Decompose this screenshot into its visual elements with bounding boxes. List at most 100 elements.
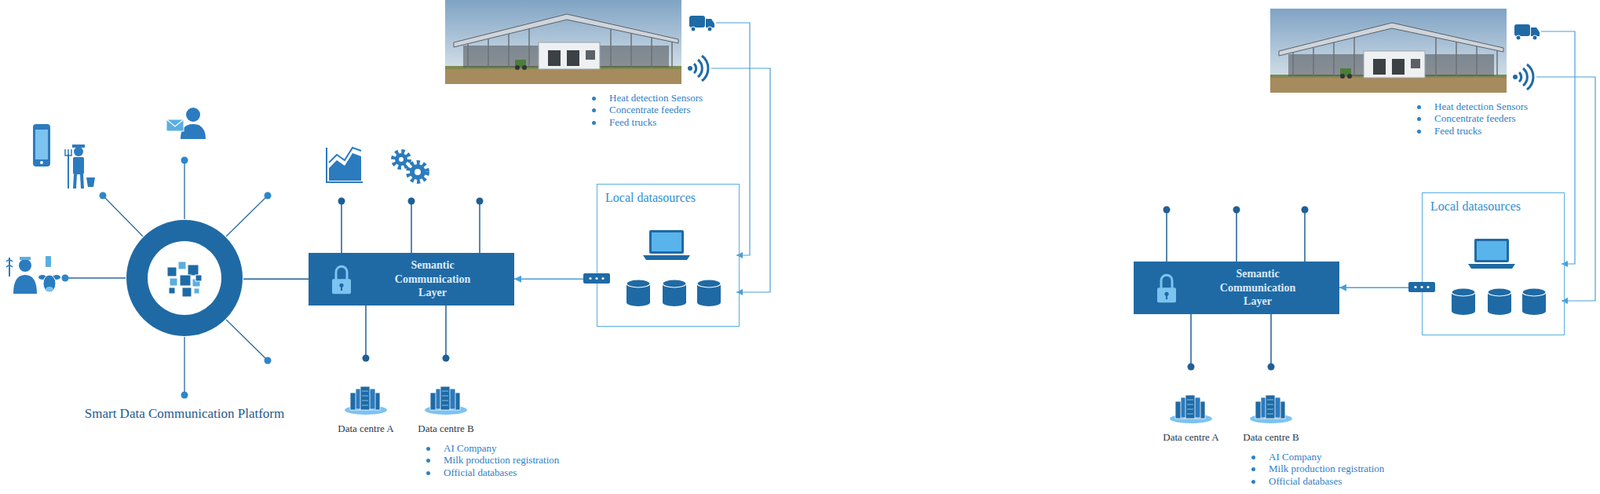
database-cylinder — [662, 279, 687, 307]
spoke — [102, 195, 143, 237]
connector — [243, 278, 309, 281]
stem-line — [410, 200, 413, 253]
phone-screen — [35, 129, 48, 160]
stem-line — [340, 200, 343, 253]
barn-post — [467, 43, 469, 68]
datasource-heading: Local datasources — [1422, 193, 1564, 214]
datacentre-label: Data centre B — [1242, 431, 1299, 444]
bullet-dot — [591, 96, 596, 101]
vet-head — [18, 259, 32, 272]
server-slot — [361, 405, 369, 406]
laptop-display — [651, 232, 682, 252]
feed-wire — [715, 22, 750, 256]
cylinder-top — [697, 279, 721, 288]
bullet-item: Milk production registration — [426, 453, 559, 467]
sky — [445, 0, 682, 85]
bullet-item: Heat detection Sensors — [1417, 100, 1528, 114]
bullet-item: Feed trucks — [591, 116, 657, 129]
envelope-flap — [166, 119, 184, 127]
connector — [1190, 314, 1192, 368]
layer-stems — [338, 197, 484, 254]
database-cylinder — [626, 279, 651, 307]
bullet-text: Heat detection Sensors — [1434, 100, 1528, 113]
spoke — [65, 277, 126, 278]
bullet-text: Milk production registration — [443, 453, 559, 466]
farmer-body — [73, 157, 85, 175]
lock-keyhole — [1165, 294, 1168, 300]
tractor-wheel — [522, 65, 527, 70]
layer-label: Semantic Communication Layer — [1206, 266, 1309, 309]
wireless-icon — [687, 55, 709, 81]
logo-square — [168, 287, 176, 294]
laptop-display — [1476, 241, 1507, 260]
wireless-arc — [694, 63, 697, 74]
connector-dot — [362, 354, 370, 362]
vet-cow-icon — [6, 255, 61, 294]
connector-dot — [442, 354, 450, 362]
bullet-dot — [1251, 479, 1256, 484]
logo-square — [193, 288, 200, 294]
logo-square — [178, 261, 187, 270]
bullet-text: Feed trucks — [1434, 124, 1482, 137]
bullet-dot — [1417, 116, 1422, 121]
chart-icon — [326, 147, 363, 183]
server-slot — [361, 390, 369, 392]
person-body — [180, 124, 206, 139]
bullet-text: Feed trucks — [609, 116, 657, 128]
gear — [394, 153, 408, 166]
server-rack — [360, 386, 370, 410]
pitchfork-tines — [65, 149, 72, 156]
datacentre-label: Data centre A — [1162, 431, 1219, 444]
datacentre-label: Data centre B — [417, 422, 474, 435]
stem-dot — [408, 197, 416, 205]
datacentre-label: Data centre A — [337, 422, 394, 435]
hub-circle — [125, 219, 244, 337]
lock-icon — [1133, 261, 1200, 313]
bullet-item: Concentrate feeders — [1417, 112, 1516, 125]
layer-box: Semantic Communication Layer — [1133, 261, 1340, 315]
vet-body — [13, 274, 37, 294]
cow-muzzle — [45, 286, 54, 292]
server-slot — [1187, 413, 1194, 415]
platform-hub: Smart Data Communication Platform — [125, 219, 244, 337]
server-slot — [1187, 404, 1194, 406]
spoke-dot — [99, 192, 107, 200]
laptop-base — [1468, 263, 1516, 269]
layer-box: Semantic Communication Layer — [308, 252, 515, 306]
spoke-dot — [62, 274, 70, 282]
logo-square — [169, 277, 178, 286]
bullet-item: Heat detection Sensors — [591, 91, 703, 105]
caduceus-wings — [6, 259, 13, 267]
router-icon — [583, 273, 611, 284]
barn-door — [566, 50, 580, 66]
logo-square — [195, 274, 202, 282]
data-centre: Data centre A — [337, 357, 394, 435]
lock-icon — [308, 252, 375, 304]
hub-ring — [126, 219, 243, 337]
server-slot — [1187, 399, 1194, 401]
server-slot — [361, 400, 369, 402]
database-cylinder — [1522, 288, 1546, 315]
data-centre: Data centre A — [1162, 366, 1219, 444]
data-centre: Data centre B — [1242, 366, 1299, 444]
gear — [409, 164, 426, 180]
cylinder-bottom — [626, 298, 651, 307]
server-slot — [1267, 413, 1274, 415]
chart-line — [328, 147, 362, 163]
bullet-item: Feed trucks — [1417, 124, 1482, 138]
wireless-dot — [687, 65, 693, 71]
router-light — [1420, 285, 1423, 289]
ground — [445, 69, 682, 85]
router-light — [588, 277, 592, 280]
bullet-dot — [1417, 129, 1422, 134]
bullet-item: Concentrate feeders — [591, 103, 691, 117]
barn-building — [538, 42, 600, 70]
datasource-box: Local datasources — [1421, 192, 1565, 336]
server-slot — [1267, 404, 1274, 406]
server-rack — [440, 386, 450, 410]
barn-post — [528, 29, 530, 68]
truck-icon — [689, 15, 715, 32]
chart-axes — [326, 147, 363, 183]
